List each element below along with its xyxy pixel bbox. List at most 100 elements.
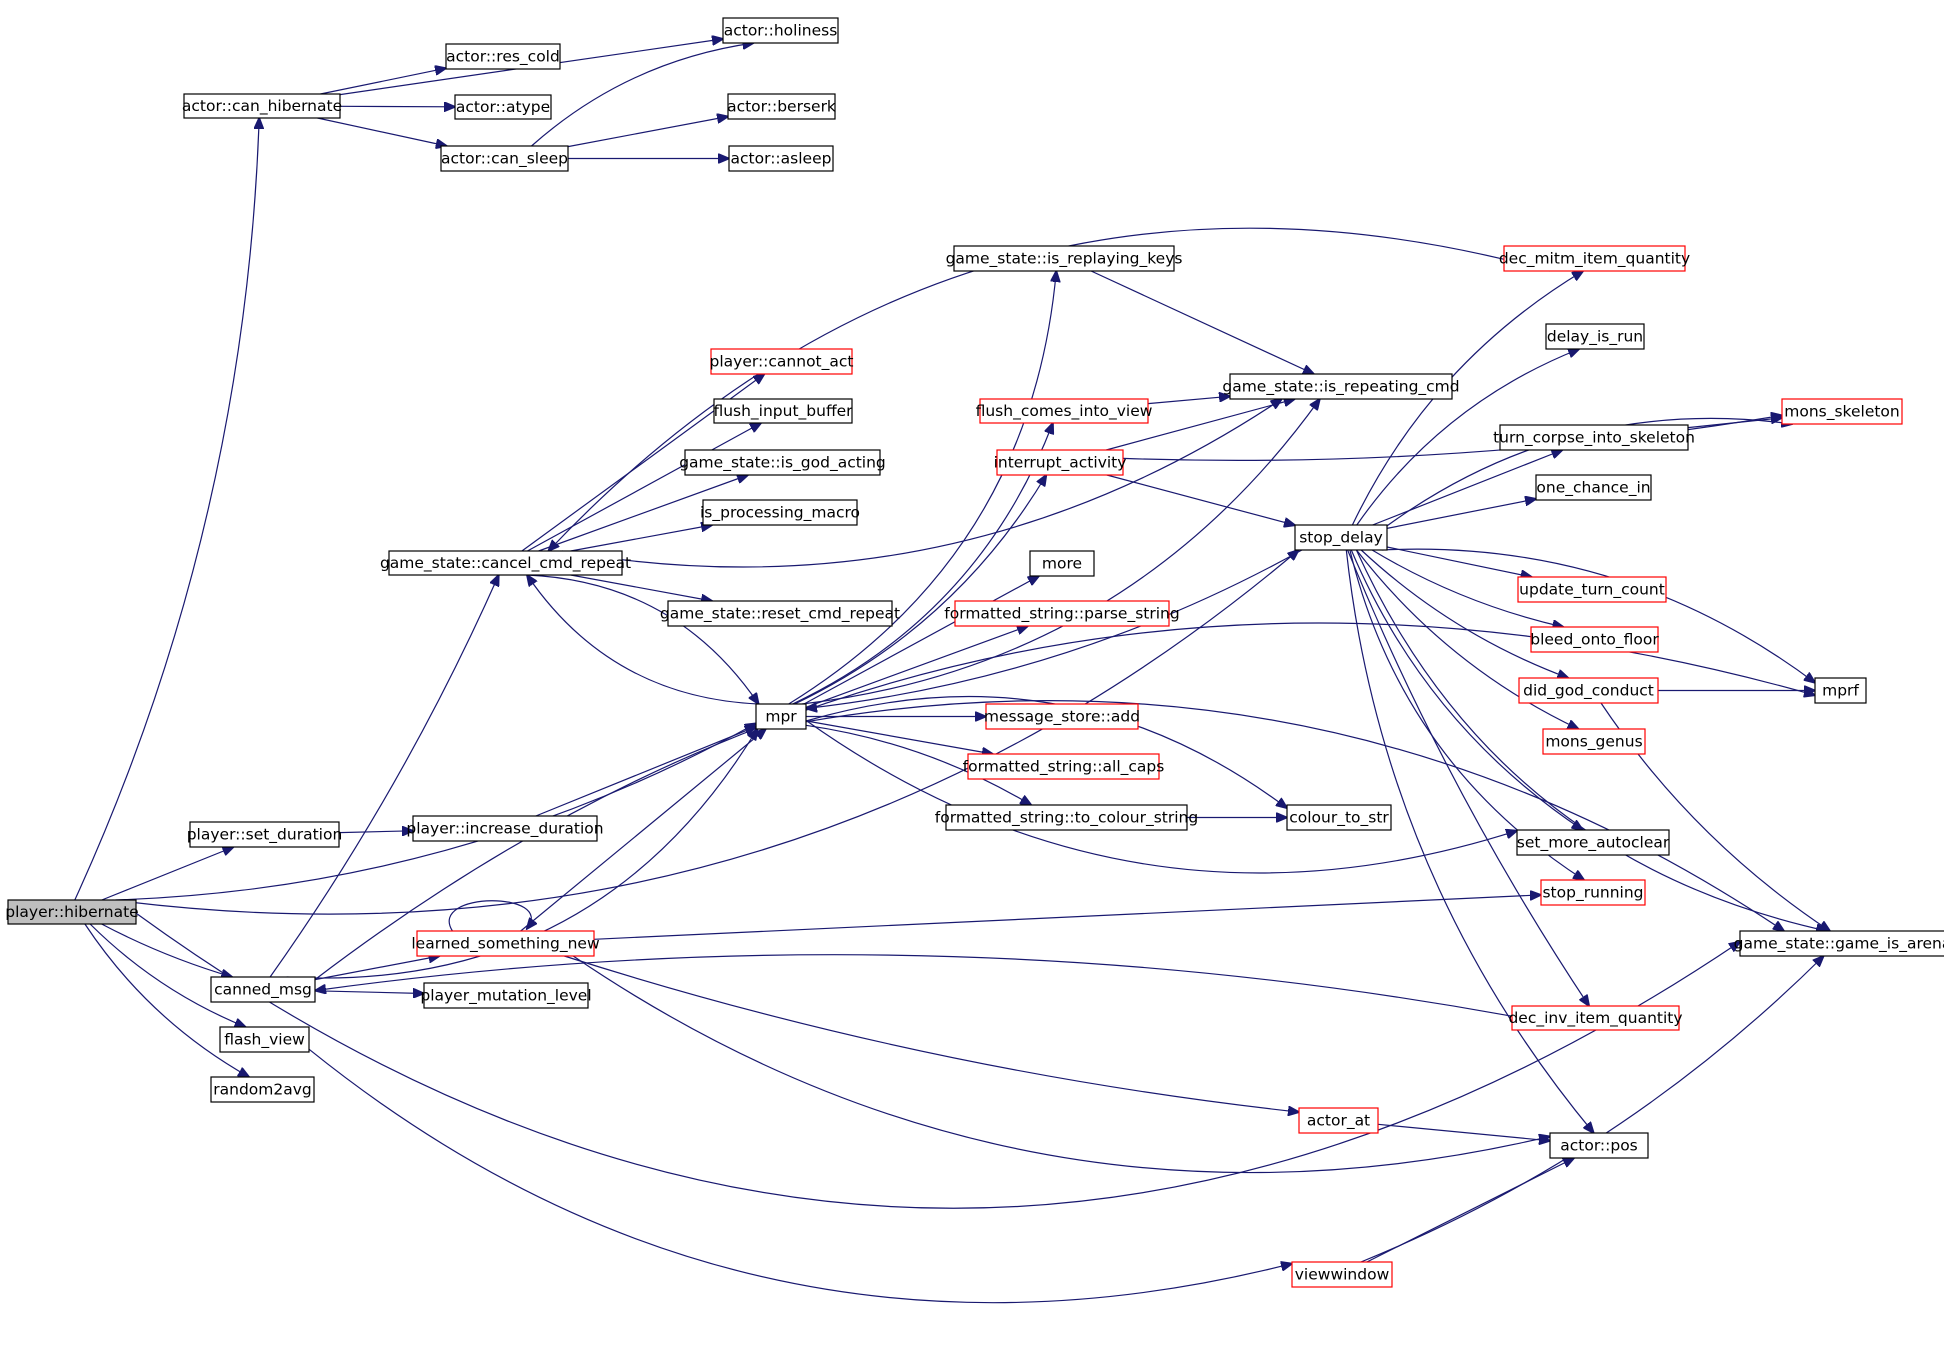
node-learned-something-new[interactable]: learned_something_new	[411, 930, 600, 957]
node-label: mprf	[1822, 682, 1859, 700]
node-dec-mitm[interactable]: dec_mitm_item_quantity	[1499, 245, 1690, 272]
node-flush-comes[interactable]: flush_comes_into_view	[976, 398, 1153, 424]
node-label: actor::asleep	[731, 150, 832, 168]
edge-flash_view-to-viewwindow	[308, 1048, 1292, 1304]
edge-stop_delay-to-actor_pos	[1345, 549, 1593, 1133]
node-parse-string[interactable]: formatted_string::parse_string	[944, 600, 1180, 627]
node-can-sleep[interactable]: actor::can_sleep	[440, 145, 569, 172]
node-is-repeating-cmd[interactable]: game_state::is_repeating_cmd	[1222, 373, 1460, 400]
edge-cancel_cmd_repeat-to-flush_input_buffer	[527, 423, 761, 552]
edge-interrupt_activity-to-is_repeating_cmd	[1106, 399, 1295, 451]
node-game-is-arena[interactable]: game_state::game_is_arena	[1734, 930, 1944, 957]
edge-stop_delay-to-mpr	[806, 549, 1303, 709]
node-cannot-act[interactable]: player::cannot_act	[710, 348, 854, 375]
node-label: delay_is_run	[1547, 328, 1643, 347]
node-mons-skeleton[interactable]: mons_skeleton	[1781, 398, 1903, 425]
node-mpr[interactable]: mpr	[755, 703, 807, 730]
node-label: flush_comes_into_view	[976, 402, 1153, 421]
node-label: actor::can_sleep	[441, 150, 568, 169]
node-box	[412, 815, 598, 842]
edge-hibernate-to-set_duration	[101, 847, 234, 901]
node-berserk[interactable]: actor::berserk	[727, 93, 836, 120]
node-box	[423, 982, 589, 1009]
node-message-store-add[interactable]: message_store::add	[984, 703, 1140, 730]
node-label: game_state::game_is_arena	[1734, 935, 1944, 954]
node-more[interactable]: more	[1029, 550, 1095, 577]
edge-hibernate-to-can_hibernate	[74, 118, 259, 901]
edge-dec_inv-to-canned_msg	[315, 954, 1513, 1017]
node-hibernate[interactable]: player::hibernate	[5, 899, 139, 925]
node-delay-is-run[interactable]: delay_is_run	[1545, 323, 1645, 350]
node-box	[1298, 1107, 1379, 1134]
node-all-caps[interactable]: formatted_string::all_caps	[963, 753, 1165, 780]
edge-flush_comes-to-is_repeating_cmd	[1147, 396, 1230, 405]
node-did-god-conduct[interactable]: did_god_conduct	[1518, 677, 1659, 704]
node-label: dec_inv_item_quantity	[1508, 1009, 1682, 1028]
node-to-colour-string[interactable]: formatted_string::to_colour_string	[935, 804, 1198, 831]
edge-mpr-to-all_caps	[805, 720, 993, 754]
node-box	[713, 398, 853, 424]
node-label: formatted_string::all_caps	[963, 758, 1165, 777]
node-cancel-cmd-repeat[interactable]: game_state::cancel_cmd_repeat	[380, 550, 631, 576]
node-label: actor::berserk	[727, 98, 836, 116]
edge-hibernate-to-canned_msg	[101, 923, 233, 977]
node-actor-pos[interactable]: actor::pos	[1549, 1132, 1649, 1159]
node-is-processing-macro[interactable]: is_processing_macro	[700, 499, 860, 526]
node-is-god-acting[interactable]: game_state::is_god_acting	[679, 449, 886, 476]
node-holiness[interactable]: actor::holiness	[722, 17, 839, 44]
node-mprf[interactable]: mprf	[1814, 677, 1867, 704]
edge-mpr-to-interrupt_activity	[794, 475, 1047, 705]
node-box	[1542, 728, 1646, 755]
node-label: viewwindow	[1295, 1266, 1390, 1284]
node-atype[interactable]: actor::atype	[454, 94, 552, 120]
node-set-duration[interactable]: player::set_duration	[187, 821, 343, 848]
node-res-cold[interactable]: actor::res_cold	[445, 43, 561, 70]
node-increase-duration[interactable]: player::increase_duration	[406, 815, 604, 842]
node-box	[979, 398, 1149, 424]
node-label: flash_view	[224, 1031, 305, 1050]
node-flush-input-buffer[interactable]: flush_input_buffer	[713, 398, 853, 424]
edge-interrupt_activity-to-stop_delay	[1106, 474, 1295, 525]
node-colour-to-str[interactable]: colour_to_str	[1286, 804, 1392, 831]
edge-stop_delay-to-set_more_autoclear	[1350, 549, 1582, 830]
node-stop-running[interactable]: stop_running	[1540, 879, 1646, 906]
node-player-mutation-level[interactable]: player_mutation_level	[420, 982, 592, 1009]
node-set-more-autoclear[interactable]: set_more_autoclear	[1516, 829, 1670, 856]
node-label: dec_mitm_item_quantity	[1499, 250, 1690, 269]
node-label: message_store::add	[984, 708, 1140, 727]
node-one-chance-in[interactable]: one_chance_in	[1535, 474, 1652, 501]
node-label: actor_at	[1307, 1112, 1370, 1131]
edge-cancel_cmd_repeat-to-mpr	[526, 574, 759, 704]
node-is-replaying-keys[interactable]: game_state::is_replaying_keys	[946, 245, 1183, 272]
node-label: player::increase_duration	[406, 820, 603, 839]
edge-canned_msg-to-mprf	[314, 622, 1815, 981]
node-label: mons_skeleton	[1784, 403, 1900, 422]
node-reset-cmd-repeat[interactable]: game_state::reset_cmd_repeat	[660, 600, 900, 627]
node-canned-msg[interactable]: canned_msg	[210, 976, 316, 1003]
node-label: player::hibernate	[5, 903, 138, 921]
node-box	[953, 245, 1175, 272]
node-stop-delay[interactable]: stop_delay	[1294, 524, 1388, 551]
node-update-turn-count[interactable]: update_turn_count	[1517, 576, 1667, 603]
node-actor-at[interactable]: actor_at	[1298, 1107, 1379, 1134]
edge-stop_delay-to-update_turn_count	[1386, 546, 1532, 577]
node-random2avg[interactable]: random2avg	[210, 1076, 315, 1103]
node-mons-genus[interactable]: mons_genus	[1542, 728, 1646, 755]
node-asleep[interactable]: actor::asleep	[728, 145, 834, 172]
node-turn-corpse[interactable]: turn_corpse_into_skeleton	[1493, 424, 1695, 451]
node-box	[1535, 474, 1652, 501]
node-box	[1294, 524, 1388, 551]
node-box	[1739, 930, 1944, 957]
node-bleed-onto-floor[interactable]: bleed_onto_floor	[1530, 626, 1659, 653]
edge-viewwindow-to-game_is_arena	[1360, 956, 1824, 1263]
node-box	[1511, 1005, 1680, 1031]
node-viewwindow[interactable]: viewwindow	[1291, 1261, 1393, 1288]
node-label: turn_corpse_into_skeleton	[1493, 429, 1695, 448]
node-can-hibernate[interactable]: actor::can_hibernate	[182, 93, 342, 119]
node-flash-view[interactable]: flash_view	[219, 1026, 310, 1053]
node-label: actor::holiness	[724, 22, 838, 40]
node-dec-inv[interactable]: dec_inv_item_quantity	[1508, 1005, 1683, 1031]
edge-hibernate-to-game_is_arena	[135, 912, 1740, 1209]
node-interrupt-activity[interactable]: interrupt_activity	[994, 449, 1127, 476]
node-box	[1499, 424, 1689, 451]
